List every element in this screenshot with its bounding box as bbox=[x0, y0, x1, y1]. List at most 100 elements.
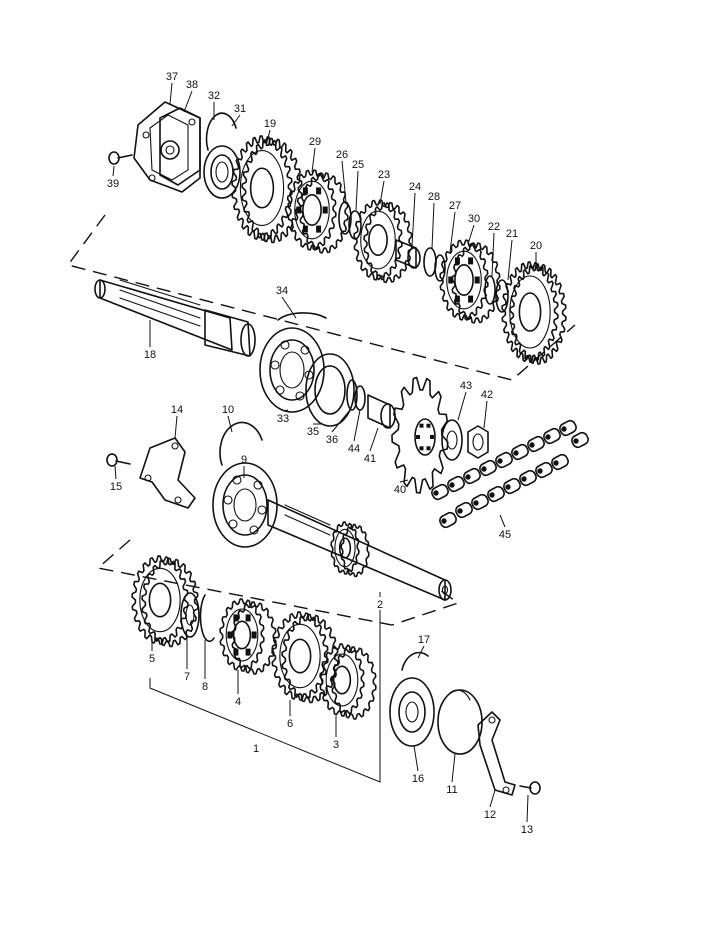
mainshaft-integral-gear bbox=[330, 521, 370, 578]
part-label-25: 25 bbox=[352, 159, 364, 171]
leader-line-42 bbox=[483, 400, 488, 429]
part-label-14: 14 bbox=[171, 404, 183, 416]
leader-line-37 bbox=[169, 82, 173, 105]
bracket-14 bbox=[139, 437, 196, 509]
o-ring-36 bbox=[346, 379, 358, 411]
part-label-22: 22 bbox=[488, 221, 500, 233]
gear-4 bbox=[219, 598, 277, 675]
part-label-18: 18 bbox=[144, 349, 156, 361]
leader-line-24 bbox=[411, 192, 416, 247]
leader-line-30 bbox=[467, 224, 475, 245]
countershaft bbox=[94, 279, 256, 357]
part-label-38: 38 bbox=[186, 79, 198, 91]
mainshaft-gears bbox=[131, 521, 377, 720]
drive-sprocket bbox=[391, 376, 449, 494]
part-label-24: 24 bbox=[409, 181, 421, 193]
gear-30 bbox=[439, 239, 501, 324]
part-label-39: 39 bbox=[107, 178, 119, 190]
part-label-2: 2 bbox=[377, 599, 383, 611]
part-label-32: 32 bbox=[208, 90, 220, 102]
leader-line-13 bbox=[526, 794, 529, 823]
part-label-35: 35 bbox=[307, 426, 319, 438]
part-label-23: 23 bbox=[378, 169, 390, 181]
screw-15 bbox=[106, 453, 131, 467]
leader-line-19 bbox=[265, 129, 271, 147]
countershaft-gears bbox=[231, 135, 567, 365]
washer-7 bbox=[180, 592, 200, 638]
washer-21 bbox=[495, 279, 509, 313]
leader-line-11 bbox=[451, 753, 456, 783]
part-label-16: 16 bbox=[412, 773, 424, 785]
snap-ring-17 bbox=[401, 651, 429, 671]
oil-seal-35 bbox=[305, 353, 355, 427]
part-label-17: 17 bbox=[418, 634, 430, 646]
part-label-33: 33 bbox=[277, 413, 289, 425]
gear-5 bbox=[131, 555, 199, 648]
leader-line-23 bbox=[379, 180, 385, 205]
part-label-34: 34 bbox=[276, 285, 288, 297]
part-labels: 1234567891011121314151617181920212223242… bbox=[107, 71, 542, 836]
part-label-8: 8 bbox=[202, 681, 208, 693]
cap-11 bbox=[437, 689, 483, 755]
part-label-26: 26 bbox=[336, 149, 348, 161]
leader-line-21 bbox=[507, 239, 513, 281]
gear-29 bbox=[287, 169, 349, 254]
leader-line-36 bbox=[331, 409, 351, 433]
gear-6 bbox=[271, 611, 339, 704]
part-label-20: 20 bbox=[530, 240, 542, 252]
part-label-43: 43 bbox=[460, 380, 472, 392]
part-label-27: 27 bbox=[449, 200, 461, 212]
leader-line-12 bbox=[489, 789, 496, 808]
leader-line-22 bbox=[491, 232, 495, 277]
leader-line-43 bbox=[457, 391, 467, 421]
spacer-41 bbox=[367, 394, 396, 429]
washer-28 bbox=[423, 247, 437, 277]
leader-line-27 bbox=[449, 211, 456, 253]
leader-line-14 bbox=[174, 415, 178, 439]
cover-plate bbox=[133, 101, 201, 193]
part-label-11: 11 bbox=[446, 784, 457, 796]
bracket-12 bbox=[477, 711, 516, 796]
part-label-5: 5 bbox=[149, 653, 155, 665]
leader-line-28 bbox=[431, 202, 435, 249]
leader-line-16 bbox=[413, 745, 419, 772]
part-label-29: 29 bbox=[309, 136, 321, 148]
part-label-45: 45 bbox=[499, 529, 511, 541]
part-label-12: 12 bbox=[484, 809, 496, 821]
drive-chain bbox=[431, 419, 589, 529]
part-label-21: 21 bbox=[506, 228, 518, 240]
cover-gasket bbox=[159, 107, 201, 186]
leader-line-39 bbox=[112, 165, 115, 177]
mainshaft bbox=[267, 499, 452, 601]
bearing-9 bbox=[212, 462, 278, 548]
part-label-13: 13 bbox=[521, 824, 533, 836]
snap-ring-8 bbox=[199, 594, 215, 643]
bushing-24 bbox=[395, 239, 421, 269]
leader-line-44 bbox=[353, 409, 361, 442]
leader-line-41 bbox=[369, 427, 379, 452]
part-label-15: 15 bbox=[110, 481, 122, 493]
leader-line-17 bbox=[417, 645, 425, 659]
washer-26 bbox=[338, 201, 352, 235]
leader-line-33 bbox=[282, 409, 289, 412]
part-label-44: 44 bbox=[348, 443, 360, 455]
bearing-top bbox=[203, 145, 241, 199]
mainshaft-assembly-outline bbox=[96, 539, 460, 783]
part-label-31: 31 bbox=[234, 103, 246, 115]
gear-19 bbox=[231, 135, 303, 244]
part-label-19: 19 bbox=[264, 118, 276, 130]
countershaft-assembly-outline bbox=[66, 214, 576, 381]
leader-line-10 bbox=[227, 415, 233, 433]
part-label-30: 30 bbox=[468, 213, 480, 225]
lock-washer-43 bbox=[441, 419, 463, 461]
part-label-41: 41 bbox=[364, 453, 376, 465]
snap-ring-22 bbox=[484, 275, 496, 305]
part-label-36: 36 bbox=[326, 434, 338, 446]
leader-line-29 bbox=[311, 147, 316, 173]
part-label-37: 37 bbox=[166, 71, 178, 83]
screw-13 bbox=[519, 781, 541, 795]
leader-line-34 bbox=[281, 296, 297, 319]
snap-ring-34 bbox=[277, 312, 327, 321]
part-label-7: 7 bbox=[184, 671, 190, 683]
